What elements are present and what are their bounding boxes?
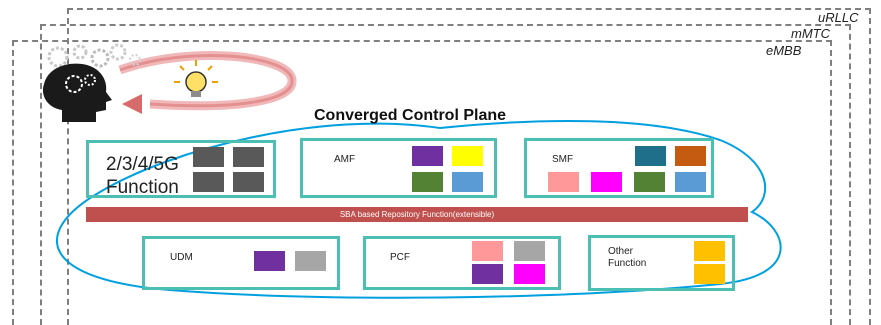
other-function-label-line2: Function <box>608 258 647 269</box>
smf-block <box>591 172 622 192</box>
other-function-label-line1: Other <box>608 246 634 257</box>
amf-box <box>300 138 497 198</box>
legacy-function-label-line1: 2/3/4/5G <box>106 154 179 175</box>
legacy-block <box>193 147 224 167</box>
other-function-block <box>694 264 725 284</box>
udm-block <box>254 251 285 271</box>
legacy-block <box>233 172 264 192</box>
legacy-block <box>233 147 264 167</box>
lightbulb-icon <box>174 60 218 97</box>
page-title: Converged Control Plane <box>314 107 507 124</box>
smf-label: SMF <box>552 154 574 165</box>
slice-frame-embb <box>12 40 832 325</box>
amf-block <box>452 172 483 192</box>
pcf-block <box>472 241 503 261</box>
legacy-block <box>193 172 224 192</box>
slice-label-embb: eMBB <box>766 43 802 58</box>
pcf-block <box>514 241 545 261</box>
amf-block <box>412 146 443 166</box>
amf-block <box>412 172 443 192</box>
control-plane-ellipse <box>56 119 782 299</box>
pcf-block <box>472 264 503 284</box>
pcf-box <box>363 236 561 290</box>
smf-block <box>635 146 666 166</box>
pcf-label: PCF <box>390 252 410 263</box>
udm-box <box>142 236 340 290</box>
udm-block <box>295 251 326 271</box>
slice-frame-urllc <box>67 8 871 325</box>
slice-label-mmtc: mMTC <box>791 26 830 41</box>
legacy-function-label: 2/3/4/5G Function <box>106 153 179 199</box>
legacy-function-label-line2: Function <box>106 177 179 198</box>
amf-label: AMF <box>334 154 356 165</box>
smf-block <box>675 146 706 166</box>
sba-repository-bar: SBA based Repository Function(extensible… <box>86 207 748 222</box>
smf-block <box>548 172 579 192</box>
legacy-function-box <box>86 140 276 198</box>
slice-frame-mmtc <box>40 24 851 325</box>
smf-box <box>524 138 714 198</box>
other-function-block <box>694 241 725 261</box>
slice-label-urllc: uRLLC <box>818 10 859 25</box>
head-gears-icon <box>42 43 141 122</box>
pcf-block <box>514 264 545 284</box>
amf-block <box>452 146 483 166</box>
udm-label: UDM <box>170 252 193 263</box>
smf-block <box>675 172 706 192</box>
smf-block <box>634 172 665 192</box>
cycle-arrow-icon <box>118 51 297 114</box>
other-function-label: Other Function <box>608 246 646 270</box>
other-function-box <box>588 235 735 291</box>
